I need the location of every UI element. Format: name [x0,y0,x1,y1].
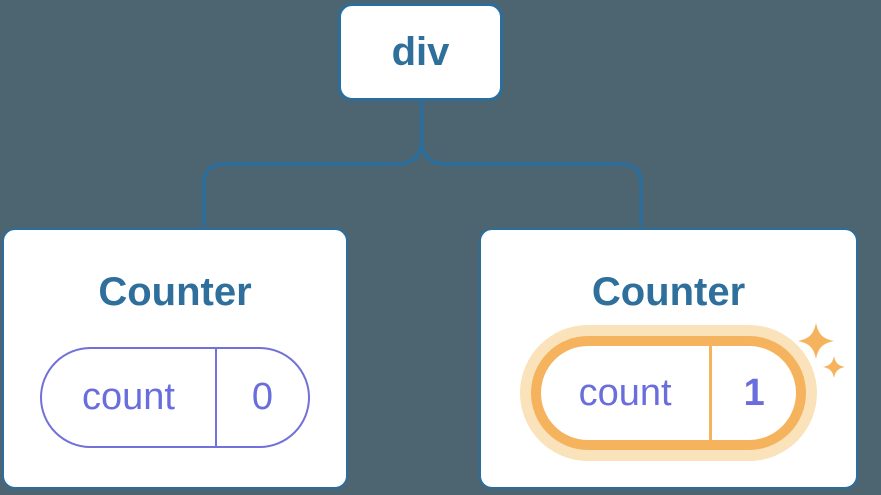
sparkles-icon [798,323,845,378]
counter-card-right: Counter count 1 [479,228,858,489]
component-title-left: Counter [98,270,252,314]
connector-right-branch [419,101,643,227]
state-key-left: count [42,349,217,446]
state-key-right: count [541,346,713,440]
state-pill-left: count 0 [40,347,310,448]
counter-card-left: Counter count 0 [2,228,348,489]
connector-left-branch [202,101,424,227]
sparkle-large [798,323,834,359]
state-pill-right-highlighted: count 1 [531,336,806,450]
state-value-right: 1 [743,371,765,414]
component-title-right: Counter [591,270,746,314]
root-node-div: div [338,3,503,101]
root-node-label: div [391,29,450,74]
state-value-left: 0 [251,376,274,418]
sparkle-small [823,356,845,378]
